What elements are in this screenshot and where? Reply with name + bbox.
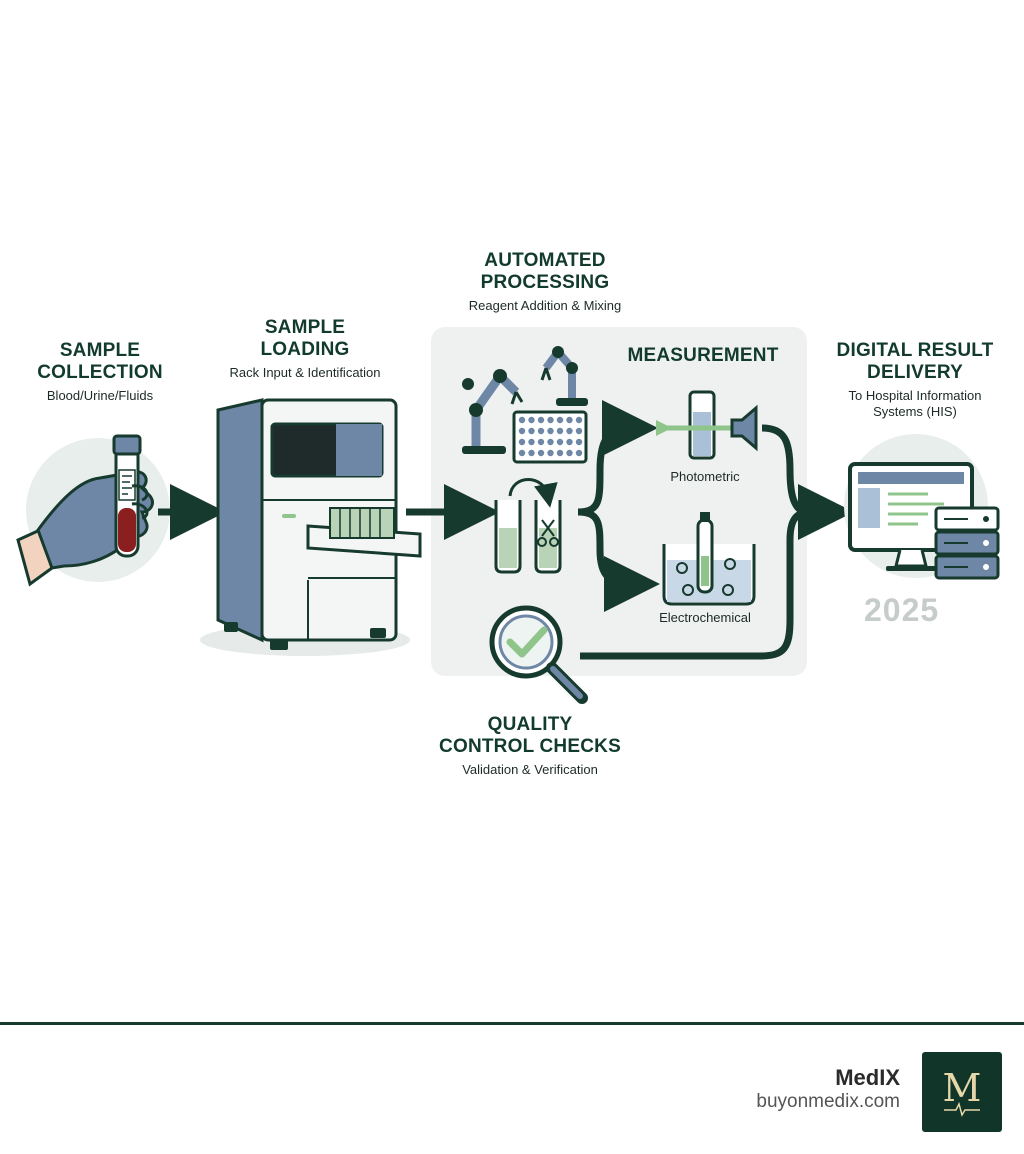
- robotic-arms-icon: [462, 346, 588, 454]
- branch-arrow-down: [577, 508, 660, 612]
- well-dot: [547, 438, 554, 446]
- footer: MedIX buyonmedix.com M: [0, 1025, 1024, 1154]
- well-dot: [518, 438, 526, 446]
- magnifier-check-icon: [489, 605, 588, 704]
- delivery-sub-1: To Hospital Information: [848, 388, 982, 403]
- electrochemical-icon: [662, 512, 756, 606]
- measurement-title: MEASUREMENT: [627, 345, 779, 366]
- brand-url[interactable]: buyonmedix.com: [756, 1091, 900, 1112]
- well-dot: [556, 427, 564, 435]
- well-dot: [566, 416, 573, 424]
- brand-name: MedIX: [835, 1065, 900, 1090]
- diagram-graphics: [16, 327, 1000, 704]
- heartbeat-icon: [944, 1101, 980, 1117]
- sample-collection-title-1: SAMPLE: [59, 340, 141, 361]
- well-dot: [537, 427, 545, 435]
- well-dot: [556, 449, 564, 457]
- qc-title-1: QUALITY: [487, 714, 573, 735]
- workflow-diagram: SAMPLE COLLECTION Blood/Urine/Fluids SAM…: [16, 250, 1010, 778]
- analyzer-machine-icon: [200, 398, 422, 656]
- measurement-label: MEASUREMENT: [610, 345, 796, 367]
- delivery-title-2: DELIVERY: [867, 362, 963, 383]
- well-dot: [575, 449, 583, 457]
- delivery-sub-2: Systems (HIS): [873, 404, 957, 419]
- photometric-label: Photometric: [670, 469, 740, 484]
- well-dot: [528, 427, 535, 435]
- year-label: 2025: [864, 592, 940, 628]
- photometric-icon: [656, 390, 758, 460]
- well-dot: [556, 438, 564, 446]
- sample-collection-label: SAMPLE COLLECTION Blood/Urine/Fluids: [20, 340, 180, 404]
- mixing-tubes-icon: [494, 478, 562, 574]
- logo-letter: M: [942, 1066, 982, 1110]
- qc-sub: Validation & Verification: [462, 762, 598, 777]
- well-dot: [537, 438, 545, 446]
- footer-divider: [0, 1022, 1024, 1025]
- digital-delivery-label: DIGITAL RESULT DELIVERY To Hospital Info…: [820, 340, 1010, 420]
- well-dot: [566, 449, 573, 457]
- well-dot: [518, 427, 526, 435]
- processing-title-1: AUTOMATED: [484, 250, 606, 271]
- well-dot: [518, 416, 526, 424]
- well-dot: [575, 416, 583, 424]
- processing-sub: Reagent Addition & Mixing: [468, 298, 622, 313]
- sample-collection-title-2: COLLECTION: [37, 362, 163, 383]
- well-dot: [547, 416, 554, 424]
- qc-title-2: CONTROL CHECKS: [439, 736, 621, 757]
- medix-logo[interactable]: M: [922, 1052, 1002, 1132]
- well-dot: [537, 416, 545, 424]
- well-dot: [518, 449, 526, 457]
- processing-title-2: PROCESSING: [480, 272, 610, 293]
- well-dot: [547, 427, 554, 435]
- well-dot: [566, 427, 573, 435]
- sample-collection-sub: Blood/Urine/Fluids: [46, 388, 154, 403]
- branch-arrow-up: [577, 400, 658, 516]
- sample-loading-title-2: LOADING: [260, 339, 350, 360]
- electrochemical-label: Electrochemical: [659, 610, 751, 625]
- well-dot: [528, 449, 535, 457]
- well-dot: [575, 438, 583, 446]
- sample-loading-sub: Rack Input & Identification: [229, 365, 381, 380]
- quality-control-label: QUALITY CONTROL CHECKS Validation & Veri…: [410, 714, 650, 778]
- well-dot: [566, 438, 573, 446]
- well-dot: [575, 427, 583, 435]
- well-dot: [528, 416, 535, 424]
- automated-processing-label: AUTOMATED PROCESSING Reagent Addition & …: [430, 250, 660, 314]
- well-dot: [556, 416, 564, 424]
- well-dot: [537, 449, 545, 457]
- sample-loading-label: SAMPLE LOADING Rack Input & Identificati…: [210, 317, 400, 381]
- sample-loading-title-1: SAMPLE: [264, 317, 346, 338]
- well-dot: [528, 438, 535, 446]
- computer-server-icon: [844, 434, 1000, 580]
- well-plate-icon: [512, 410, 588, 464]
- gloved-hand-tube-icon: [16, 434, 170, 587]
- well-dot: [547, 449, 554, 457]
- delivery-title-1: DIGITAL RESULT: [836, 340, 994, 361]
